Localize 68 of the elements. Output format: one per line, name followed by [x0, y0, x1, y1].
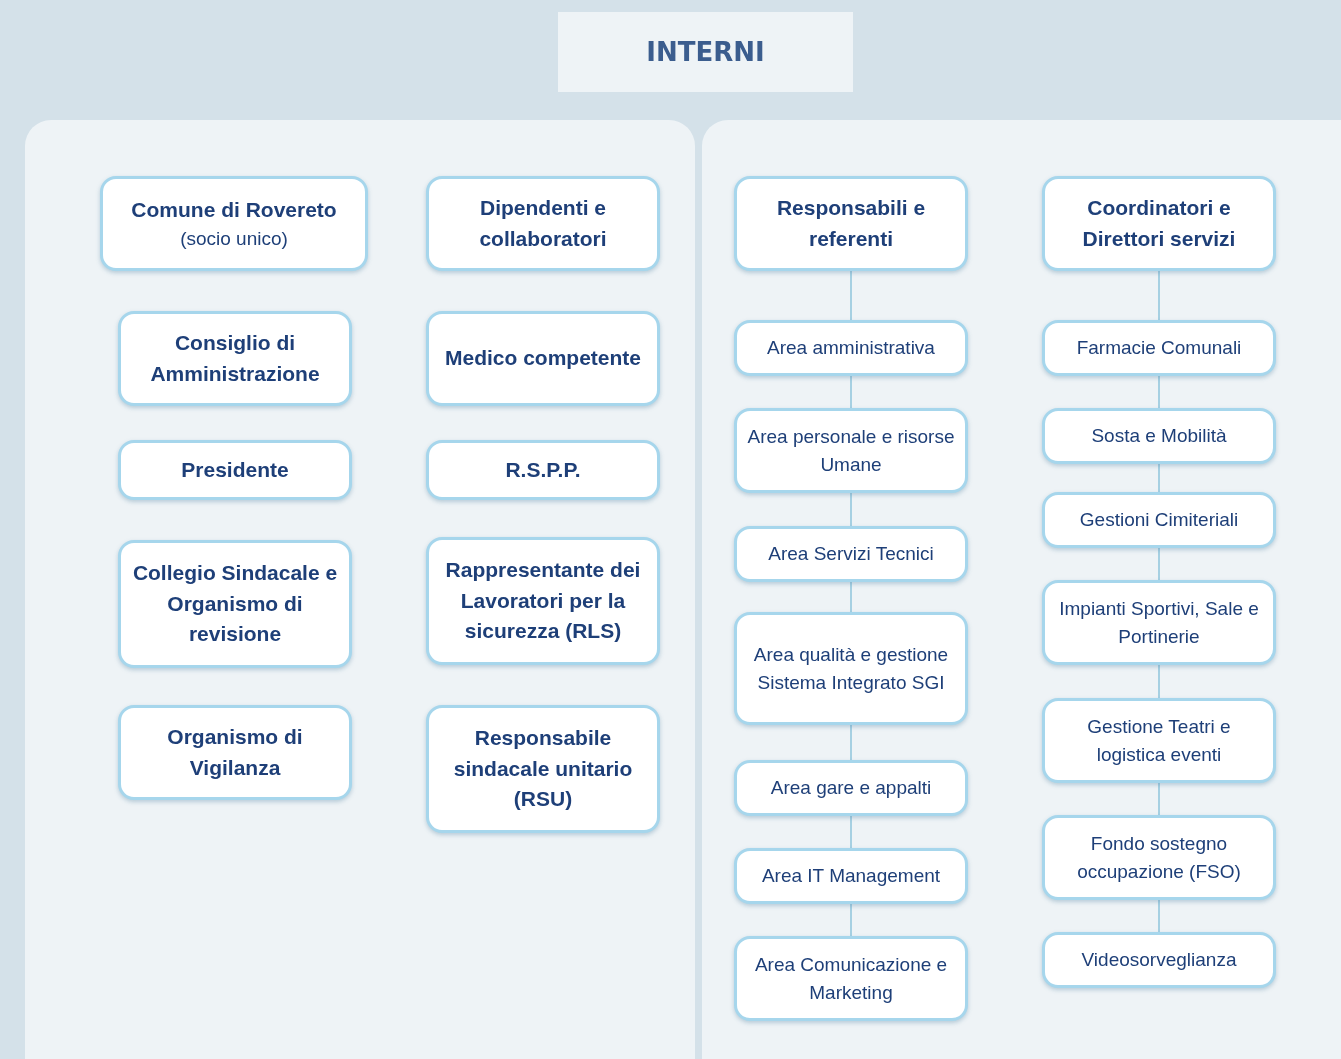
org-box [118, 440, 352, 500]
box-label: Fondo sostegno occupazione (FSO) [1076, 831, 1242, 884]
org-box [426, 440, 660, 500]
connector-line [850, 724, 852, 761]
org-box [1042, 698, 1276, 783]
org-box [1042, 176, 1276, 271]
org-box [1042, 320, 1276, 376]
org-box [734, 936, 968, 1021]
connector-line [1158, 463, 1160, 493]
connector-line [1158, 782, 1160, 816]
org-box [734, 320, 968, 376]
org-box [426, 176, 660, 271]
org-box [1042, 408, 1276, 464]
box-label: Responsabili e referenti [775, 195, 927, 252]
box-label: Presidente [181, 456, 289, 483]
org-box [1042, 932, 1276, 988]
connector-line [1158, 899, 1160, 933]
box-label: Area IT Management [761, 864, 941, 889]
org-box [734, 408, 968, 493]
box-label: Area gare e appalti [770, 776, 932, 801]
box-label: Area Servizi Tecnici [768, 542, 934, 567]
box-label: Sosta e Mobilità [1091, 424, 1227, 449]
box-label: Area amministrativa [767, 336, 935, 361]
box-label: Dipendenti e collaboratori [478, 195, 608, 252]
org-box [426, 311, 660, 406]
connector-line [1158, 270, 1160, 321]
box-label: R.S.P.P. [505, 456, 581, 483]
connector-line [850, 903, 852, 937]
org-box [118, 705, 352, 800]
connector-line [850, 492, 852, 527]
connector-line [850, 581, 852, 613]
box-label: Responsabile sindacale unitario (RSU) [452, 725, 634, 813]
connector-line [850, 270, 852, 321]
org-box [734, 848, 968, 904]
org-box [734, 612, 968, 725]
connector-line [1158, 664, 1160, 699]
box-label: Medico competente [444, 345, 641, 372]
box-label: Area Comunicazione e Marketing [753, 952, 949, 1005]
org-box [1042, 815, 1276, 900]
box-label: Videosorveglianza [1081, 948, 1237, 973]
connector-line [850, 375, 852, 409]
box-label: Comune di Rovereto [131, 196, 337, 223]
org-box [118, 311, 352, 406]
box-label: Gestioni Cimiteriali [1079, 508, 1239, 533]
org-box [1042, 580, 1276, 665]
org-box [426, 537, 660, 665]
box-label: Collegio Sindacale e Organismo di revisione [131, 560, 339, 648]
box-label: Farmacie Comunali [1076, 336, 1242, 361]
connector-line [1158, 375, 1160, 409]
org-box [1042, 492, 1276, 548]
connector-line [850, 815, 852, 849]
box-label: Area personale e risorse Umane [746, 424, 956, 477]
box-label: Organismo di Vigilanza [166, 724, 304, 781]
connector-line [1158, 547, 1160, 581]
org-box [100, 176, 368, 271]
box-label: Rappresentante dei Lavoratori per la sicurezza (RLS) [444, 557, 642, 645]
box-label: Impianti Sportivi, Sale e Portinerie [1058, 596, 1260, 649]
box-label: Gestione Teatri e logistica eventi [1086, 714, 1232, 767]
org-box [118, 540, 352, 668]
org-box [426, 705, 660, 833]
org-box [734, 760, 968, 816]
box-label: Coordinatori e Direttori servizi [1081, 195, 1237, 252]
box-label: Area qualità e gestione Sistema Integrato SGI [752, 642, 950, 695]
org-box [734, 176, 968, 271]
box-label: Consiglio di Amministrazione [149, 330, 321, 387]
org-box [734, 526, 968, 582]
box-label: (socio unico) [180, 226, 288, 251]
title: INTERNI [646, 37, 765, 67]
